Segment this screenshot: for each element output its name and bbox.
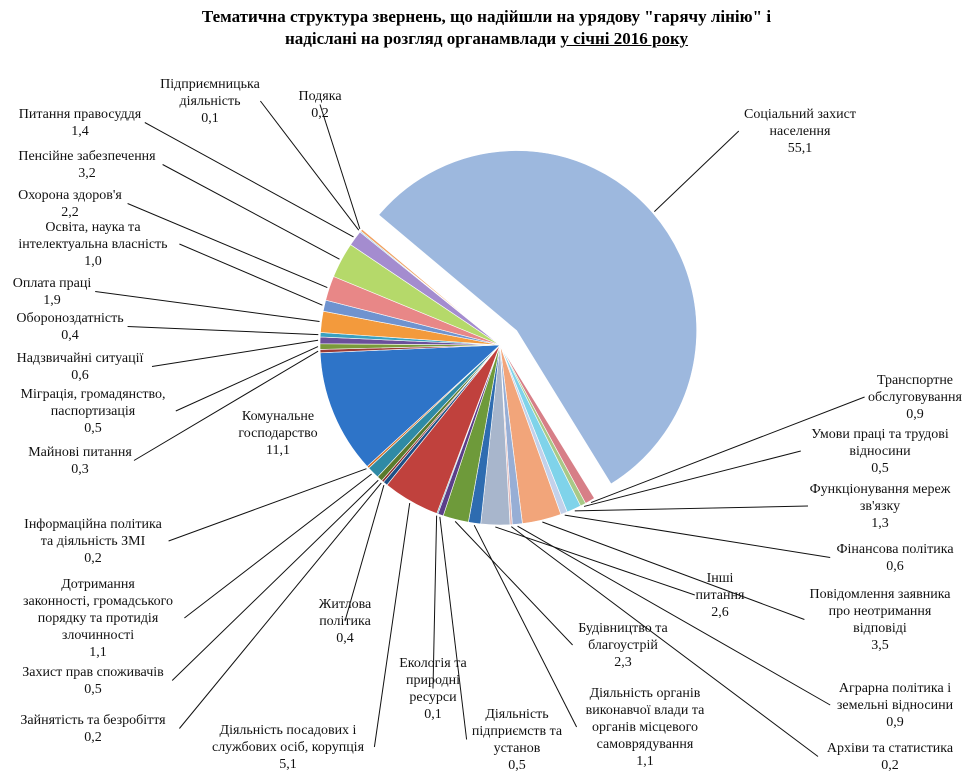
leader-line-defense [127,326,319,336]
leader-line-archives [511,526,819,757]
leader-line-migration [175,346,319,412]
leader-line-gratitude [319,104,361,230]
leader-line-wages [95,291,320,322]
leader-line-ecology [432,515,438,689]
pie-slice-social-protection [378,150,697,485]
leader-line-communications [574,505,809,512]
pie-slice-utilities [319,344,501,467]
leader-line-education [179,243,323,306]
leader-line-emergencies [151,339,319,367]
leader-line-executive-bodies [473,524,578,728]
chart-title: Тематична структура звернень, що надійшл… [0,6,973,50]
leader-line-information-policy [168,468,367,542]
leader-line-pensions [162,164,340,260]
leader-line-social-protection [654,130,740,213]
leader-line-no-response [542,521,805,620]
leader-line-other [495,526,695,596]
leader-line-agrarian [517,525,831,706]
leader-line-employment [179,482,382,729]
leader-line-enterprises [439,516,468,740]
leader-line-justice [144,122,354,238]
leader-line-law-order [184,473,372,619]
pie-slices [319,150,697,526]
leader-line-property [133,350,319,461]
leader-line-business [260,100,360,231]
leader-line-transport [590,396,865,504]
chart-title-period: у січні 2016 року [560,29,689,48]
leader-line-consumer-rights [171,479,379,681]
leader-line-health [127,203,328,289]
leader-line-housing [344,485,385,622]
chart-title-line-2: надіслані на розгляд органамвлади у січн… [0,28,973,50]
leader-line-labour-conditions [583,450,801,507]
leader-line-finance [564,514,831,558]
leader-line-construction [454,521,573,646]
chart-title-line-1: Тематична структура звернень, що надійшл… [201,7,772,26]
leader-line-officials-corruption [373,502,411,748]
pie-slice-gratitude [360,228,501,346]
chart-title-line-2-text: надіслані на розгляд органамвлади [284,29,561,48]
leader-lines [95,100,865,757]
